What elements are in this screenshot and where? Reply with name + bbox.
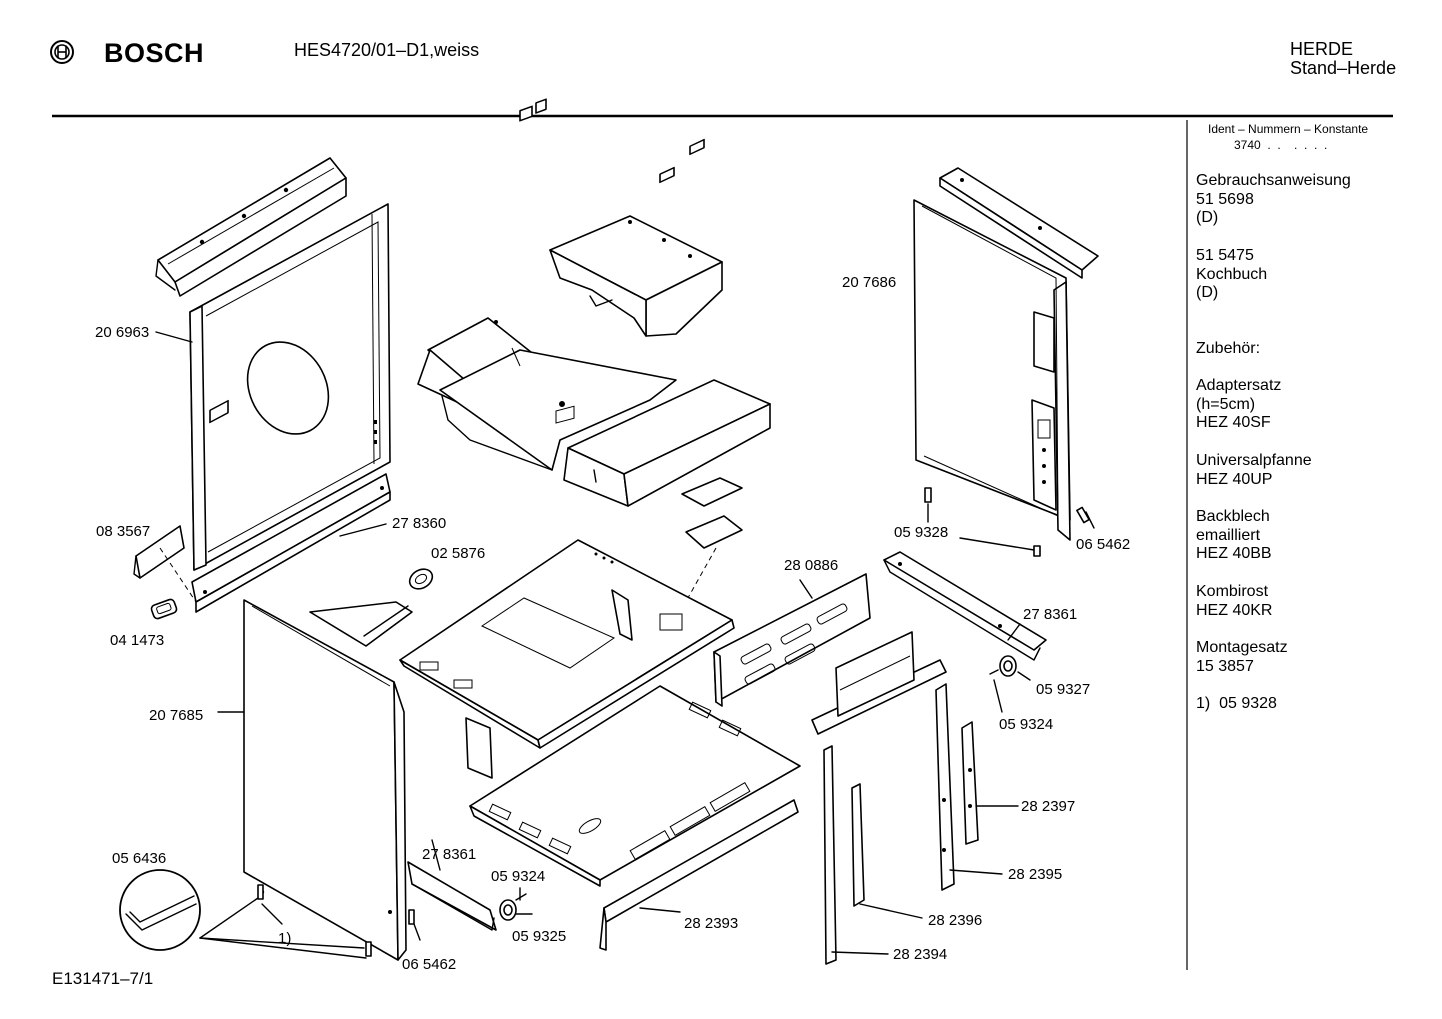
sidebar-block-note: 1) 05 9328 (1196, 695, 1277, 714)
knob-059325 (499, 893, 527, 921)
part-label-059328: 05 9328 (894, 524, 949, 541)
sidebar-block-baking-tray: Backblech emailliert HEZ 40BB (1196, 508, 1272, 564)
pin-059328-lower (1033, 545, 1041, 557)
sidebar-block-mounting: Montagesatz 15 3857 (1196, 639, 1288, 676)
pin-group (257, 884, 415, 957)
bosch-logo-icon (50, 40, 74, 64)
part-label-083567: 08 3567 (96, 523, 151, 540)
cooktop-frame (399, 405, 735, 749)
sidebar-line: 51 5475 (1196, 247, 1254, 264)
subcategory-label: Stand–Herde (1290, 58, 1397, 78)
side-rail-278361-upper (883, 551, 1047, 661)
sidebar-line: HEZ 40SF (1196, 414, 1271, 431)
vertical-post-282395 (935, 683, 955, 891)
floor-tray (469, 685, 801, 887)
front-strip-282393 (599, 799, 799, 951)
part-label-278360: 27 8360 (392, 515, 447, 532)
part-label-282397: 28 2397 (1021, 798, 1076, 815)
sidebar-line: Kombirost (1196, 583, 1269, 600)
pin-059328 (924, 487, 932, 503)
sidebar-line: emailliert (1196, 526, 1261, 544)
part-label-065462-right: 06 5462 (1076, 536, 1131, 553)
part-label-207685: 20 7685 (149, 707, 204, 724)
hob-bracket-strip (309, 601, 413, 647)
part-label-056436: 05 6436 (112, 850, 167, 867)
sidebar-line: Kochbuch (1196, 265, 1268, 283)
knob-059327 (989, 655, 1017, 677)
part-label-059324-left: 05 9324 (491, 868, 546, 885)
small-clip-pair (519, 98, 547, 122)
upper-box-housing (549, 215, 723, 337)
bracket-083567 (133, 525, 197, 603)
part-label-059327: 05 9327 (1036, 681, 1091, 698)
sidebar-line: 51 5698 (1196, 190, 1254, 208)
brand-name: BOSCH (104, 38, 205, 68)
drawing-id: E131471–7/1 (52, 969, 154, 988)
sidebar-line: 1) 05 9328 (1196, 695, 1277, 712)
sidebar-block-grill: Kombirost HEZ 40KR (1196, 583, 1272, 620)
sidebar-line: HEZ 40BB (1196, 545, 1272, 562)
sidebar-block-adapter: Adaptersatz (h=5cm) HEZ 40SF (1196, 377, 1281, 433)
right-side-wall-panel (913, 199, 1071, 541)
part-label-025876: 02 5876 (431, 545, 486, 562)
sidebar-block-manual: Gebrauchsanweisung 51 5698 (D) (1196, 172, 1351, 228)
top-rail-bracket (155, 157, 347, 297)
part-label-282393: 28 2393 (684, 915, 739, 932)
part-label-280886: 28 0886 (784, 557, 839, 574)
sidebar-line: HEZ 40KR (1196, 601, 1273, 619)
leader-lines (155, 331, 1095, 955)
ident-title: Ident – Nummern – Konstante (1208, 122, 1369, 136)
footnote-marker: 1) (278, 930, 292, 947)
right-top-rail (939, 167, 1099, 279)
sidebar-block-cookbook: 51 5475 Kochbuch (D) (1196, 247, 1267, 303)
sidebar-line: 15 3857 (1196, 657, 1254, 675)
model-title: HES4720/01–D1,weiss (294, 40, 480, 60)
sidebar-line: Zubehör: (1196, 340, 1261, 357)
sidebar-line: HEZ 40UP (1196, 470, 1273, 488)
part-label-282394: 28 2394 (893, 946, 948, 963)
mid-rail-bracket (811, 631, 947, 735)
part-label-278361-upper: 27 8361 (1023, 606, 1078, 623)
part-label-207686: 20 7686 (842, 274, 897, 291)
spring-065462 (1076, 506, 1090, 524)
sidebar-line: (h=5cm) (1196, 395, 1256, 413)
ident-value: 3740 . . . . . . (1234, 138, 1328, 152)
part-label-059324-right: 05 9324 (999, 716, 1054, 733)
clip-025876 (408, 568, 434, 590)
sidebar-line: Gebrauchsanweisung (1196, 172, 1351, 189)
bottom-rail-278360 (191, 473, 391, 613)
sidebar-line: (D) (1196, 284, 1219, 301)
part-label-278361-lower: 27 8361 (422, 846, 477, 863)
sidebar-block-accessories: Zubehör: (1196, 340, 1260, 359)
magnifier-detail-056436 (119, 869, 201, 951)
long-duct (563, 138, 771, 507)
small-bracket-pieces (679, 477, 743, 613)
part-label-282396: 28 2396 (928, 912, 983, 929)
side-rail-278361-lower (407, 861, 497, 931)
part-label-059325: 05 9325 (512, 928, 567, 945)
vertical-post-282396 (851, 783, 865, 907)
sidebar-line: Backblech (1196, 508, 1270, 525)
part-label-041473: 04 1473 (110, 632, 165, 649)
clip-041473 (150, 598, 178, 620)
sidebar-line: Universalpfanne (1196, 452, 1312, 469)
category-label: HERDE (1290, 39, 1354, 59)
part-label-206963: 20 6963 (95, 324, 150, 341)
sidebar-line: Montagesatz (1196, 639, 1288, 656)
sidebar-line: Adaptersatz (1196, 377, 1282, 394)
left-side-wall-panel (189, 203, 391, 571)
sidebar-line: (D) (1196, 209, 1219, 226)
vent-panel-280886 (713, 573, 871, 707)
small-vertical-bracket (465, 717, 493, 779)
part-label-065462-left: 06 5462 (402, 956, 457, 973)
sidebar-block-pan: Universalpfanne HEZ 40UP (1196, 452, 1312, 489)
front-side-panel-207685 (243, 599, 407, 961)
part-label-282395: 28 2395 (1008, 866, 1063, 883)
vertical-post-282397 (961, 721, 979, 845)
vertical-post-282394 (823, 745, 837, 965)
